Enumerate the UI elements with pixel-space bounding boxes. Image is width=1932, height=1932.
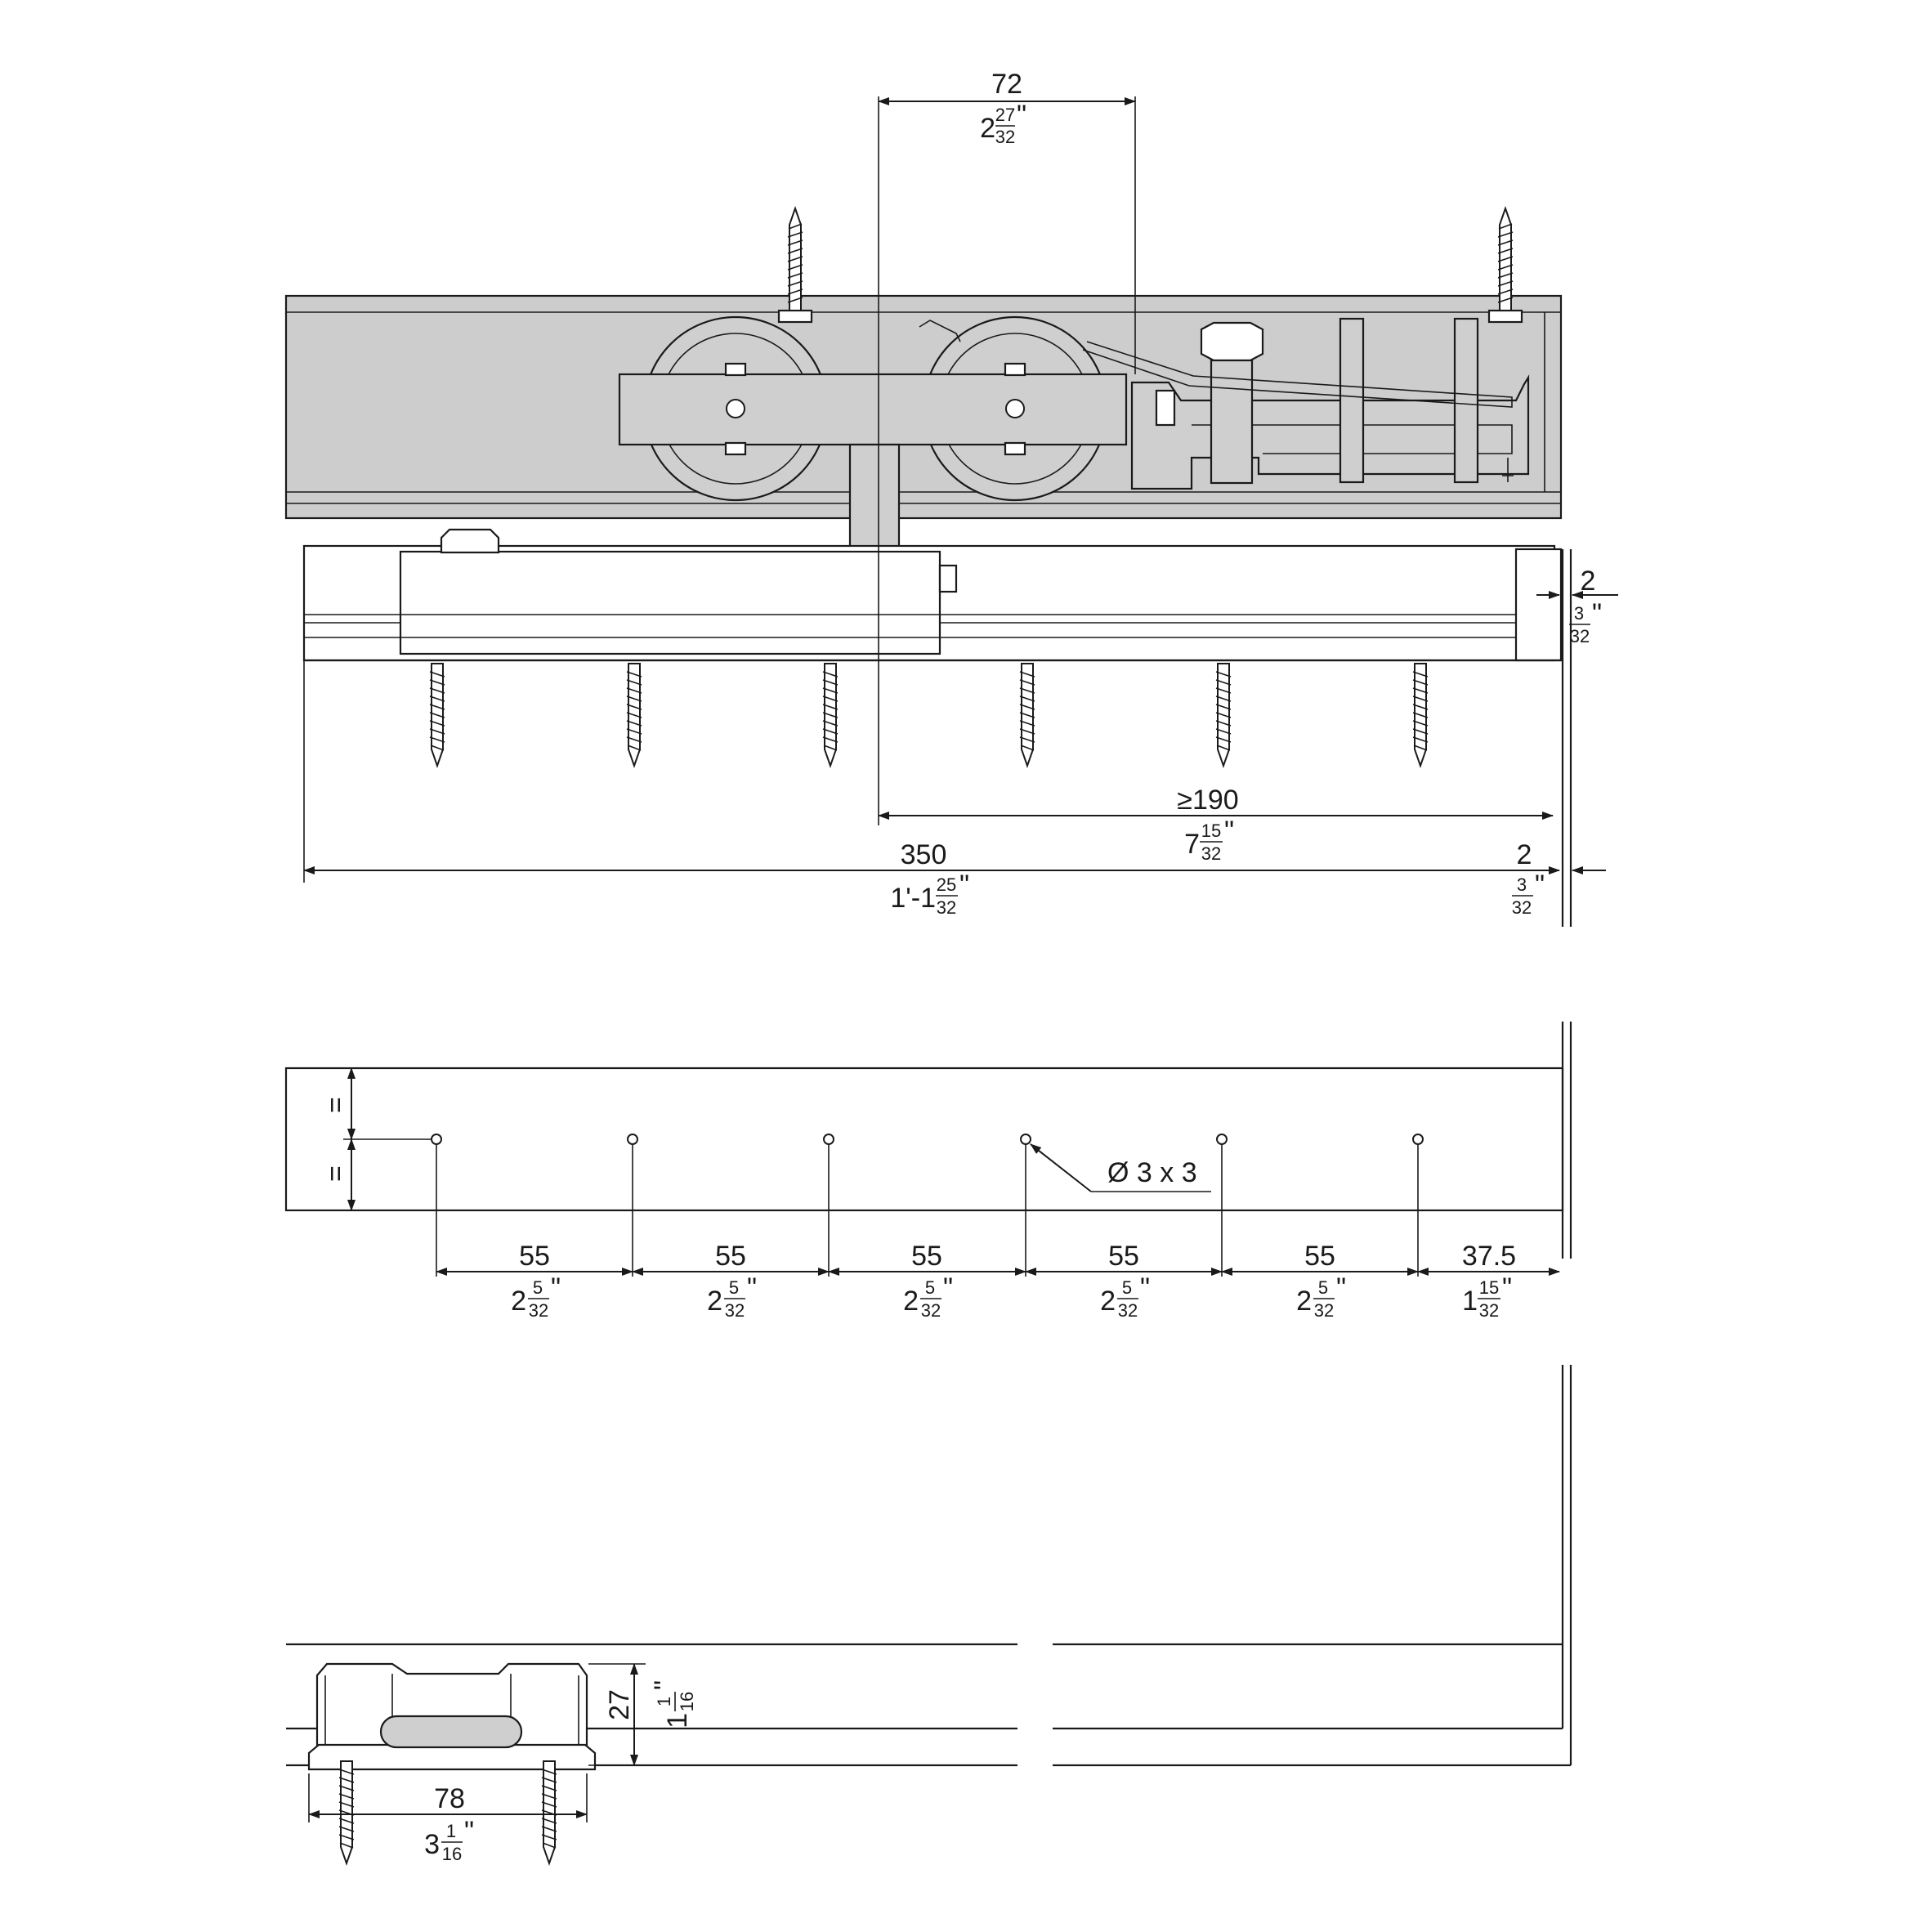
hanger-bolt [848,443,901,552]
damper-body [399,550,941,655]
dim-27-metric: 27 [604,1689,635,1720]
svg-text:": " [551,1272,561,1304]
hole-note: Ø 3 x 3 [1107,1157,1197,1188]
svg-text:7: 7 [1184,829,1200,860]
svg-text:15: 15 [1201,821,1221,841]
ceiling-screw-left [787,208,803,311]
dim-78-metric: 78 [434,1783,465,1814]
rail-outline [284,1067,1564,1212]
mounting-screw [1215,663,1232,767]
mounting-screw [1019,663,1035,767]
svg-text:32: 32 [1479,1300,1499,1321]
svg-text:27: 27 [995,105,1015,125]
dim-72-metric: 72 [991,69,1022,100]
svg-text:2: 2 [1100,1286,1116,1317]
svg-text:2: 2 [903,1286,919,1317]
dim-190-metric: ≥190 [1177,785,1238,816]
floor-guide-view: 27 1 1 16 " 78 3 1 16 " [286,1365,1572,1864]
spacing-metric: 55 [911,1241,942,1272]
svg-text:": " [1224,816,1234,847]
dim-2-top-metric: 2 [1581,566,1596,597]
svg-text:1: 1 [446,1821,456,1841]
svg-text:32: 32 [1570,626,1590,646]
drill-hole [627,1134,638,1145]
svg-text:32: 32 [921,1300,941,1321]
floor-guide [307,1662,597,1771]
drill-hole [1216,1134,1228,1145]
svg-text:2: 2 [1296,1286,1312,1317]
trolley-plate [618,373,1128,446]
equal-mark-upper: = [320,1097,351,1113]
svg-text:16: 16 [442,1844,462,1864]
svg-text:2: 2 [707,1286,722,1317]
spacing-metric: 55 [1108,1241,1139,1272]
svg-text:": " [464,1816,474,1847]
drill-hole [431,1134,442,1145]
svg-text:1'-1: 1'-1 [890,883,936,914]
svg-text:": " [1502,1272,1512,1304]
spacing-metric: 55 [519,1241,550,1272]
end-cap [1514,548,1563,662]
svg-text:3: 3 [424,1829,440,1860]
svg-text:25: 25 [937,874,956,895]
mounting-screw [626,663,642,767]
svg-text:32: 32 [1512,897,1532,918]
mounting-screw [822,663,839,767]
svg-text:32: 32 [1314,1300,1334,1321]
svg-text:2: 2 [511,1286,526,1317]
guide-screw-left [338,1760,355,1864]
mounting-screw [429,663,445,767]
svg-text:32: 32 [725,1300,745,1321]
svg-text:32: 32 [995,127,1015,147]
spacing-metric: 55 [1304,1241,1335,1272]
dim-350-metric: 350 [901,839,947,870]
svg-text:": " [747,1272,757,1304]
svg-text:5: 5 [1318,1277,1328,1298]
svg-text:1: 1 [654,1697,674,1706]
section-elevation-view: 72 2 27 32 " 2 3 32 " ≥190 7 15 32 " 350… [284,69,1618,927]
svg-text:16: 16 [677,1692,697,1711]
mounting-screw [1412,663,1429,767]
svg-text:": " [943,1272,953,1304]
dim-72-imperial: 2 [980,113,995,144]
svg-text:": " [1535,870,1545,901]
drill-hole [1412,1134,1424,1145]
svg-text:5: 5 [925,1277,935,1298]
svg-text:": " [1336,1272,1346,1304]
svg-text:1: 1 [662,1713,693,1729]
svg-text:5: 5 [729,1277,739,1298]
spacing-metric: 37.5 [1462,1241,1516,1272]
spacing-metric: 55 [715,1241,746,1272]
dim-2-bottom-metric: 2 [1517,839,1532,870]
svg-text:32: 32 [1118,1300,1138,1321]
svg-text:32: 32 [1201,843,1221,864]
guide-screw-right [541,1760,557,1864]
svg-text:32: 32 [529,1300,548,1321]
ceiling-screw-right [1497,208,1514,311]
drilling-pattern-view: = = Ø 3 x 3 55 2 5 32 " 55 [284,1022,1572,1321]
svg-text:5: 5 [533,1277,543,1298]
svg-text:1: 1 [1462,1286,1478,1317]
equal-mark-lower: = [320,1165,351,1182]
svg-text:5: 5 [1122,1277,1132,1298]
svg-text:": " [1592,598,1602,629]
svg-text:": " [649,1680,680,1690]
drill-hole [1020,1134,1031,1145]
svg-text:32: 32 [937,897,956,918]
svg-text:": " [959,870,969,901]
drill-hole [823,1134,834,1145]
svg-text:": " [1140,1272,1150,1304]
svg-text:3: 3 [1517,874,1527,895]
svg-text:3: 3 [1574,603,1584,624]
svg-text:15: 15 [1479,1277,1499,1298]
svg-text:": " [1017,100,1026,131]
